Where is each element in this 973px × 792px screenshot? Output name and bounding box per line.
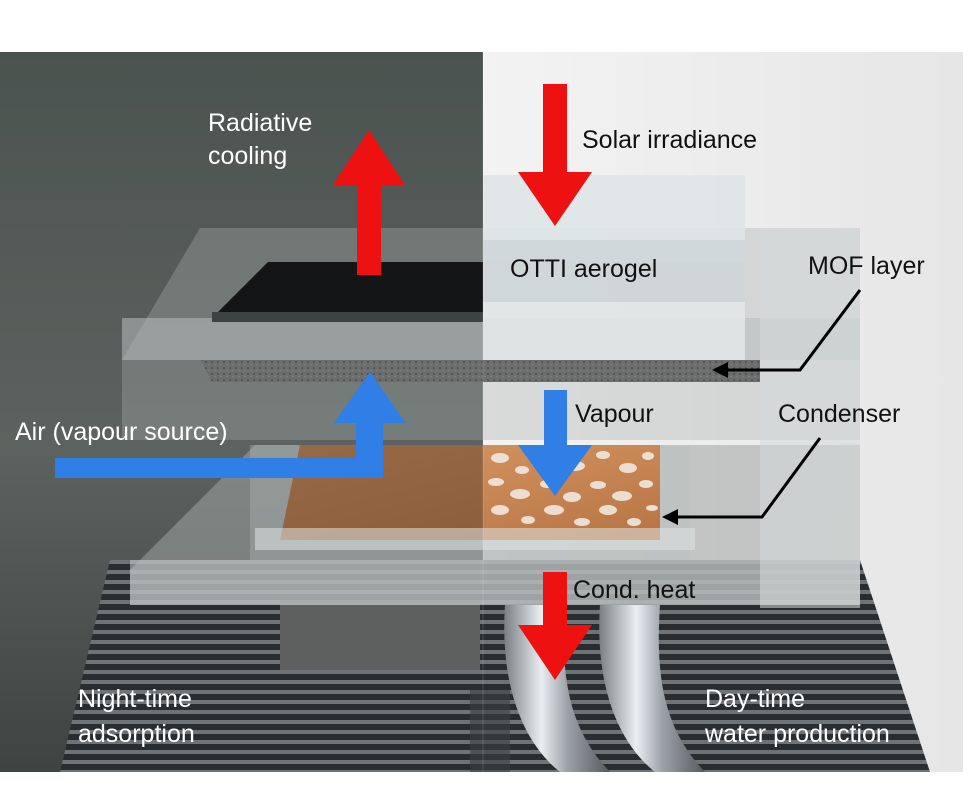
cond-heat-arrow <box>518 572 592 680</box>
radiative-cooling-arrow <box>333 130 405 275</box>
air-vapour-source-label: Air (vapour source) <box>15 418 228 446</box>
day-mode-label-line1: Day-time <box>705 685 805 713</box>
black-absorber <box>212 262 483 322</box>
mof-layer <box>200 360 760 382</box>
vapour-label: Vapour <box>575 400 654 428</box>
heat-pipes <box>504 605 705 772</box>
mof-layer-label: MOF layer <box>808 252 925 280</box>
air-flow-arrow <box>55 372 406 478</box>
otti-aerogel-label: OTTI aerogel <box>510 255 657 283</box>
vapour-arrow <box>518 390 592 496</box>
condenser-glass-rim <box>255 528 695 550</box>
condenser-pointer <box>662 437 822 525</box>
radiative-cooling-label-line1: Radiative <box>208 109 312 137</box>
mount-block <box>280 600 480 670</box>
night-mode-label-line2: adsorption <box>78 720 195 748</box>
day-mode-label-line2: water production <box>704 720 890 748</box>
solar-irradiance-label: Solar irradiance <box>582 126 757 154</box>
night-mode-label-line1: Night-time <box>78 685 192 713</box>
cond-heat-label: Cond. heat <box>573 576 695 604</box>
condenser-label: Condenser <box>778 400 900 428</box>
mof-layer-pointer <box>712 289 862 378</box>
solar-irradiance-arrow <box>518 84 592 226</box>
heat-sink <box>60 560 930 772</box>
radiative-cooling-label-line2: cooling <box>208 142 287 170</box>
